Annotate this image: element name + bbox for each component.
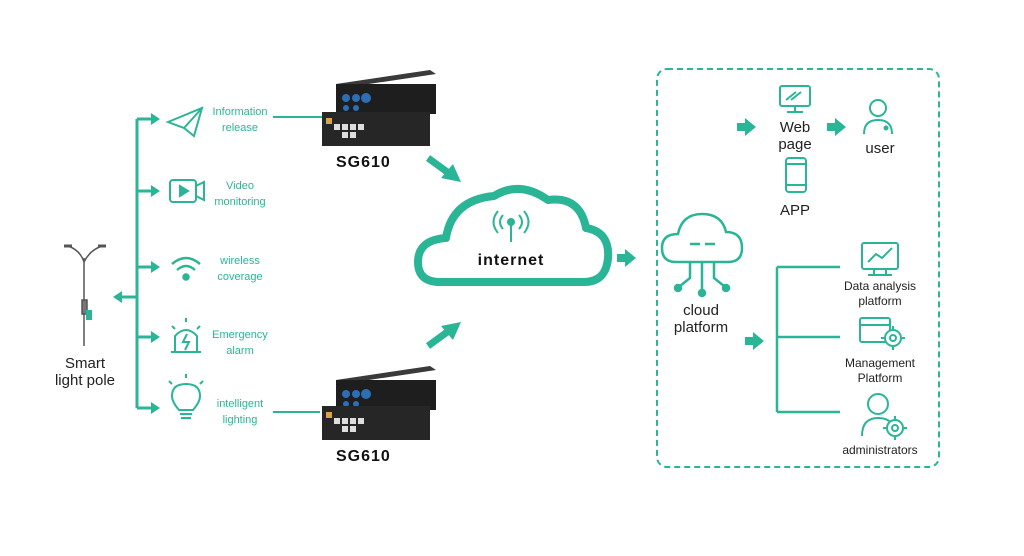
sg610-device-bottom	[322, 366, 436, 440]
function-label-line1: Emergency	[212, 329, 268, 341]
function-label-intelligent-lighting: intelligent lighting	[200, 396, 280, 428]
device-label-bottom: SG610	[336, 448, 391, 465]
web-page-label-line2: page	[778, 136, 812, 153]
platform-label-line1: administrators	[842, 443, 918, 457]
platform-label-administrators: administrators	[830, 443, 930, 458]
monitor-icon	[779, 85, 811, 113]
pole-label-line2: light pole	[54, 372, 116, 389]
function-bracket	[113, 113, 160, 414]
function-label-emergency-alarm: Emergency alarm	[200, 327, 280, 359]
device-links	[273, 116, 322, 413]
function-label-video-monitoring: Video monitoring	[200, 178, 280, 210]
admin-gear-icon	[861, 393, 907, 440]
chart-monitor-icon	[861, 242, 899, 276]
alarm-icon	[171, 318, 201, 353]
function-label-line2: monitoring	[214, 196, 266, 208]
cloud-platform-label-line2: platform	[673, 319, 729, 336]
internet-cloud	[414, 185, 613, 286]
function-label-line2: lighting	[222, 414, 258, 426]
wifi-icon	[171, 256, 201, 281]
function-label-wireless-coverage: wireless coverage	[200, 253, 280, 285]
sg610-device-top	[322, 70, 436, 146]
function-label-line1: Information	[212, 106, 268, 118]
app-label: APP	[779, 202, 810, 219]
web-page-label-line1: Web	[779, 119, 811, 136]
internet-label: internet	[477, 252, 545, 269]
antenna-icon	[492, 210, 530, 242]
platform-label-line2: platform	[858, 294, 902, 308]
smart-light-pole-icon	[64, 244, 106, 346]
paper-plane-icon	[165, 106, 204, 138]
pole-label: Smart light pole	[40, 355, 130, 389]
platform-label-data-analysis: Data analysis platform	[830, 279, 930, 309]
platform-label-line1: Management	[844, 356, 916, 370]
function-label-line1: wireless	[220, 255, 260, 267]
function-label-line2: release	[221, 122, 259, 134]
web-page-label: Web page	[765, 119, 825, 153]
platform-label-line2: Platform	[857, 371, 903, 385]
platforms-bracket	[775, 265, 840, 414]
light-bulb-icon	[168, 374, 204, 419]
cloud-platform-label: cloud platform	[656, 302, 746, 336]
smartphone-icon	[785, 157, 807, 193]
management-gear-icon	[859, 317, 905, 350]
arrow-device-to-internet-top	[425, 155, 461, 182]
platform-frame	[656, 68, 940, 468]
function-label-line2: alarm	[226, 345, 254, 357]
arrow-to-user	[827, 118, 846, 136]
function-label-line1: Video	[226, 180, 254, 192]
platform-label-management: Management Platform	[830, 356, 930, 386]
cloud-platform-label-line1: cloud	[683, 302, 719, 319]
arrow-internet-to-platform	[617, 249, 636, 267]
function-label-line2: coverage	[217, 271, 263, 283]
device-label-top: SG610	[336, 154, 391, 171]
user-label: user	[865, 140, 895, 157]
function-label-line1: intelligent	[216, 398, 264, 410]
arrow-to-platforms	[745, 332, 764, 350]
platform-label-line1: Data analysis	[843, 279, 917, 293]
user-icon	[863, 99, 893, 135]
cloud-platform-icon	[660, 212, 744, 298]
pole-label-line1: Smart	[64, 355, 105, 372]
arrow-device-to-internet-bottom	[425, 322, 461, 349]
function-label-information-release: Information release	[200, 104, 280, 136]
arrow-to-web	[737, 118, 756, 136]
video-camera-icon	[169, 179, 205, 203]
